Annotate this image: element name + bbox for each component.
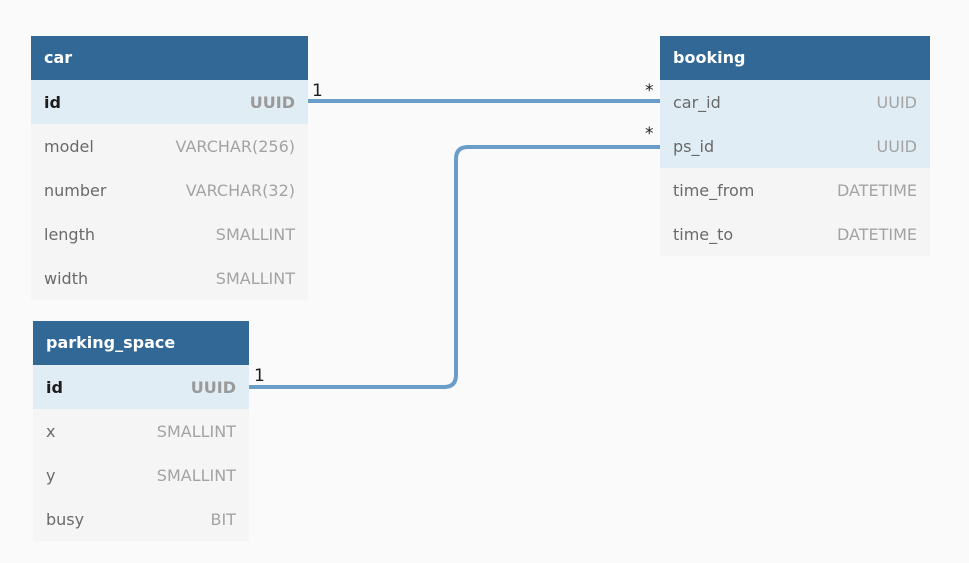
field-name: id <box>44 92 61 112</box>
field-type: VARCHAR(256) <box>175 136 295 156</box>
field-row-booking-ps-id[interactable]: ps_id UUID <box>660 124 930 168</box>
field-name: y <box>46 465 56 485</box>
field-name: time_from <box>673 180 755 200</box>
field-type: UUID <box>190 377 236 397</box>
field-row-car-number[interactable]: number VARCHAR(32) <box>31 168 308 212</box>
field-row-car-id[interactable]: id UUID <box>31 80 308 124</box>
field-type: DATETIME <box>836 180 917 200</box>
field-row-car-width[interactable]: width SMALLINT <box>31 256 308 300</box>
table-booking[interactable]: booking car_id UUID ps_id UUID time_from… <box>660 36 930 256</box>
cardinality-booking-car-many: * <box>645 81 654 101</box>
table-header-booking[interactable]: booking <box>660 36 930 80</box>
field-type: SMALLINT <box>156 421 236 441</box>
field-row-parking-space-x[interactable]: x SMALLINT <box>33 409 249 453</box>
field-type: SMALLINT <box>156 465 236 485</box>
table-header-parking-space[interactable]: parking_space <box>33 321 249 365</box>
field-type: BIT <box>210 509 236 529</box>
cardinality-car-one: 1 <box>312 81 323 101</box>
field-type: UUID <box>249 92 295 112</box>
relation-line-parking-space-booking <box>249 145 660 389</box>
field-name: busy <box>46 509 85 529</box>
field-type: SMALLINT <box>215 224 295 244</box>
cardinality-booking-ps-many: * <box>645 124 654 144</box>
field-type: SMALLINT <box>215 268 295 288</box>
field-row-booking-time-to[interactable]: time_to DATETIME <box>660 212 930 256</box>
table-parking-space[interactable]: parking_space id UUID x SMALLINT y SMALL… <box>33 321 249 541</box>
field-name: number <box>44 180 107 200</box>
field-name: ps_id <box>673 136 715 156</box>
field-name: width <box>44 268 89 288</box>
field-name: length <box>44 224 95 244</box>
field-name: id <box>46 377 63 397</box>
table-car[interactable]: car id UUID model VARCHAR(256) number VA… <box>31 36 308 300</box>
field-type: UUID <box>876 92 917 112</box>
field-type: UUID <box>876 136 917 156</box>
field-row-parking-space-y[interactable]: y SMALLINT <box>33 453 249 497</box>
field-name: model <box>44 136 94 156</box>
field-row-booking-car-id[interactable]: car_id UUID <box>660 80 930 124</box>
field-name: car_id <box>673 92 721 112</box>
field-type: DATETIME <box>836 224 917 244</box>
field-row-parking-space-id[interactable]: id UUID <box>33 365 249 409</box>
cardinality-parking-space-one: 1 <box>254 366 265 386</box>
field-type: VARCHAR(32) <box>185 180 295 200</box>
field-name: x <box>46 421 56 441</box>
field-row-booking-time-from[interactable]: time_from DATETIME <box>660 168 930 212</box>
field-name: time_to <box>673 224 734 244</box>
field-row-car-length[interactable]: length SMALLINT <box>31 212 308 256</box>
field-row-car-model[interactable]: model VARCHAR(256) <box>31 124 308 168</box>
table-header-car[interactable]: car <box>31 36 308 80</box>
field-row-parking-space-busy[interactable]: busy BIT <box>33 497 249 541</box>
